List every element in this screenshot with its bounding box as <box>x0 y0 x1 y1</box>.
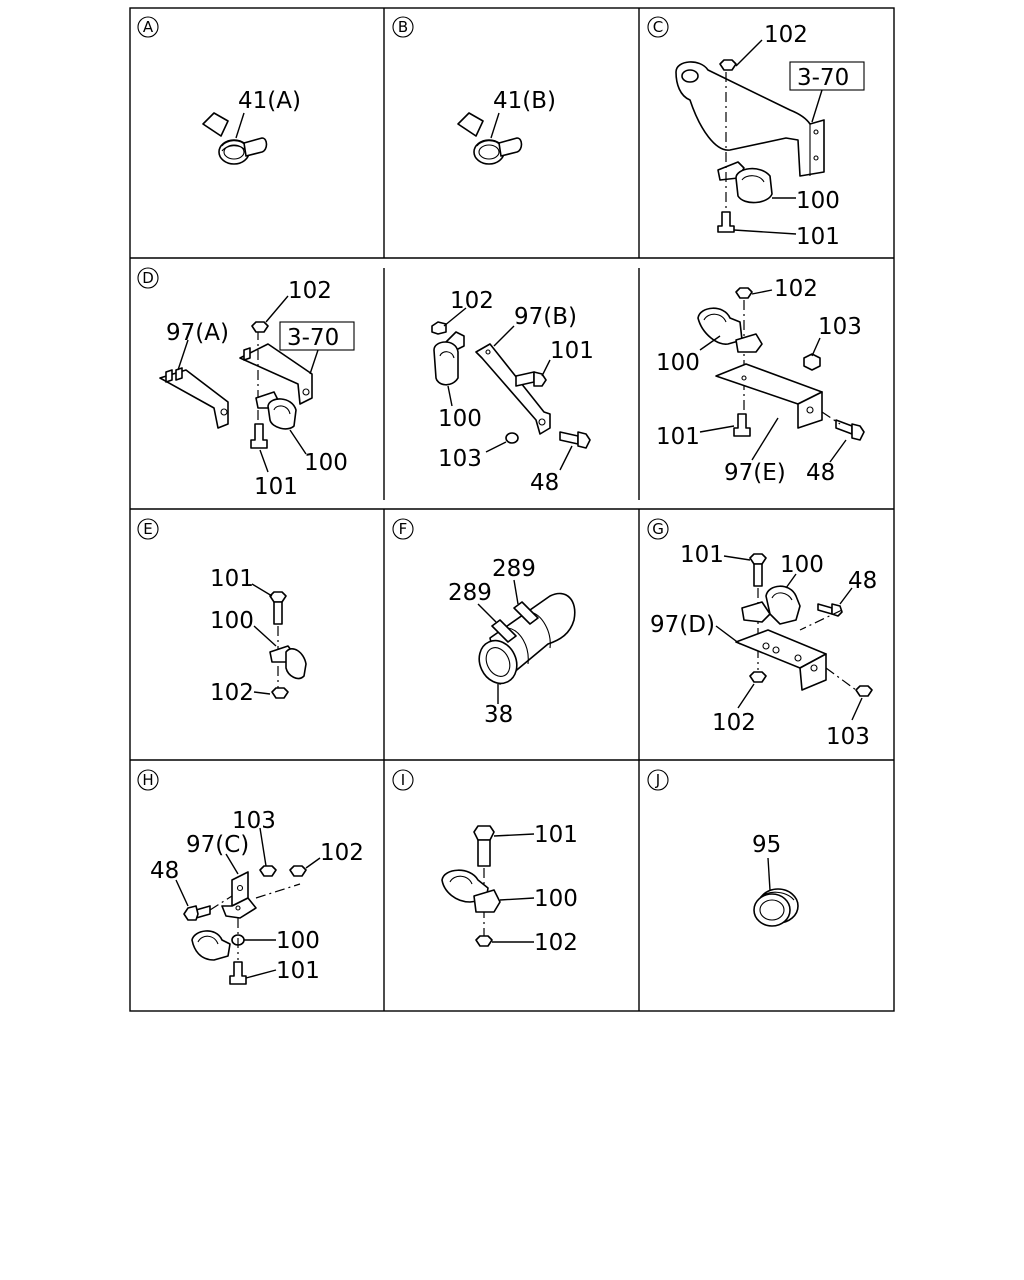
label-102: 102 <box>712 710 756 736</box>
panel-b-letter: B <box>392 16 414 38</box>
label-ref: 3-70 <box>287 325 339 351</box>
label-102: 102 <box>288 278 332 304</box>
panel-letter: H <box>142 771 153 789</box>
hose-clamp-41a-drawing <box>202 112 268 165</box>
panel-letter: C <box>653 18 663 36</box>
ref-box-3-70: 3-70 <box>279 321 355 351</box>
panel-g-letter: G <box>647 518 669 540</box>
label-102: 102 <box>320 840 364 866</box>
panel-i: I 101 100 102 <box>392 769 578 956</box>
label-101: 101 <box>656 424 700 450</box>
label-97b: 97(B) <box>514 304 577 330</box>
hose-clamp-41b-drawing <box>457 112 523 165</box>
label-102: 102 <box>450 288 494 314</box>
panel-c: C 102 3-70 100 101 <box>647 16 865 250</box>
label-102: 102 <box>764 22 808 48</box>
ref-box-3-70: 3-70 <box>789 61 865 91</box>
label-101: 101 <box>276 958 320 984</box>
panel-b: B 41(B) <box>392 16 556 165</box>
panel-j-letter: J <box>647 769 669 791</box>
panel-h: H 103 97(C) 102 48 100 101 <box>137 769 364 985</box>
clamp-i-drawing <box>441 825 501 947</box>
label-101: 101 <box>254 474 298 500</box>
label-103: 103 <box>438 446 482 472</box>
panel-a: A 41(A) <box>137 16 301 165</box>
panel-g: G 101 100 48 97(D) <box>647 518 877 750</box>
panel-f: F 289 289 38 <box>392 518 576 728</box>
panel-letter: I <box>401 771 405 789</box>
label-100: 100 <box>656 350 700 376</box>
panel-c-letter: C <box>647 16 669 38</box>
label-102: 102 <box>210 680 254 706</box>
panel-e: E 101 100 102 <box>137 518 307 706</box>
bracket-97d-drawing <box>735 553 873 697</box>
label-97a: 97(A) <box>166 320 229 346</box>
bracket-d-drawing <box>239 321 313 449</box>
label-48: 48 <box>848 568 877 594</box>
label-103: 103 <box>232 808 276 834</box>
label-101: 101 <box>550 338 594 364</box>
label-97d: 97(D) <box>650 612 715 638</box>
panel-e-letter: E <box>137 518 159 540</box>
label-101: 101 <box>210 566 254 592</box>
label-ref: 3-70 <box>797 65 849 91</box>
label-103: 103 <box>818 314 862 340</box>
diagram-grid <box>129 7 895 1012</box>
bracket-97e-drawing <box>697 287 865 441</box>
label-101: 101 <box>796 224 840 250</box>
label-41a: 41(A) <box>238 88 301 114</box>
bracket-97c-drawing <box>183 865 307 985</box>
label-97c: 97(C) <box>186 832 249 858</box>
label-48: 48 <box>530 470 559 496</box>
panel-d2: 102 97(B) 101 100 103 48 <box>431 288 594 496</box>
bracket-97a-drawing <box>159 339 229 429</box>
label-48: 48 <box>806 460 835 486</box>
label-100: 100 <box>210 608 254 634</box>
panel-a-letter: A <box>137 16 159 38</box>
panel-d-letter: D <box>137 267 159 289</box>
panel-h-letter: H <box>137 769 159 791</box>
label-100: 100 <box>780 552 824 578</box>
clamp-bracket-97b-drawing <box>431 307 591 471</box>
panel-f-letter: F <box>392 518 414 540</box>
label-100: 100 <box>534 886 578 912</box>
panel-letter: G <box>652 520 664 538</box>
panel-letter: B <box>398 18 408 36</box>
panel-letter: J <box>655 771 660 789</box>
label-100: 100 <box>438 406 482 432</box>
panel-letter: A <box>143 18 154 36</box>
hose-38-drawing <box>478 592 576 685</box>
bracket-c-drawing <box>675 59 825 233</box>
label-289a: 289 <box>448 580 492 606</box>
label-38: 38 <box>484 702 513 728</box>
label-102: 102 <box>774 276 818 302</box>
label-97e: 97(E) <box>724 460 786 486</box>
clamp-e-drawing <box>269 591 307 699</box>
label-101: 101 <box>680 542 724 568</box>
label-48: 48 <box>150 858 179 884</box>
label-41b: 41(B) <box>493 88 556 114</box>
panel-j: J 95 <box>647 769 799 927</box>
panel-letter: F <box>399 520 408 538</box>
panel-d: D 97(A) 102 3-70 100 <box>137 267 355 500</box>
label-103: 103 <box>826 724 870 750</box>
label-100: 100 <box>304 450 348 476</box>
label-100: 100 <box>276 928 320 954</box>
label-289b: 289 <box>492 556 536 582</box>
panel-letter: E <box>143 520 152 538</box>
label-101: 101 <box>534 822 578 848</box>
grommet-95-drawing <box>753 888 799 927</box>
panel-letter: D <box>142 269 154 287</box>
label-102: 102 <box>534 930 578 956</box>
panel-d3: 102 103 100 101 97(E) 48 <box>656 276 865 486</box>
panel-i-letter: I <box>392 769 414 791</box>
label-100: 100 <box>796 188 840 214</box>
label-95: 95 <box>752 832 781 858</box>
